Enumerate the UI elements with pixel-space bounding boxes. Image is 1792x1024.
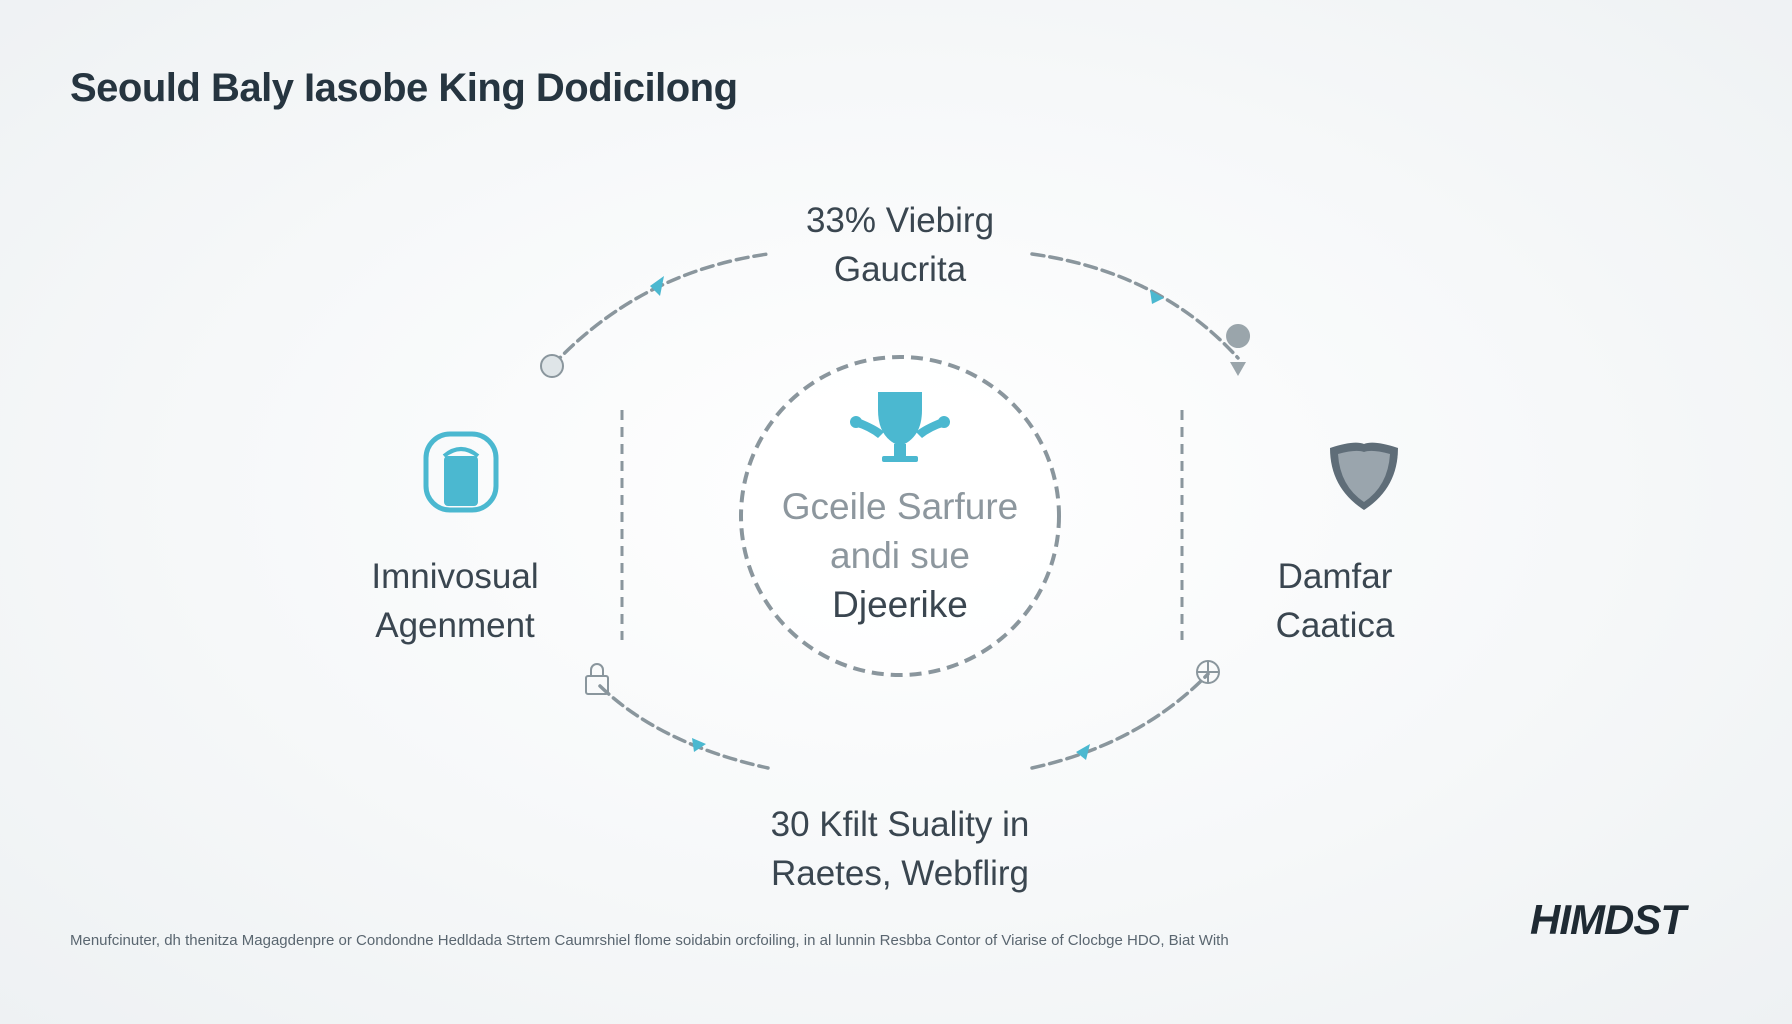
arrow-marker [650, 276, 664, 296]
footer-caption: Menufcinuter, dh thenitza Magagdenpre or… [70, 932, 1229, 949]
arc-top-right [1030, 252, 1240, 360]
center-circle [739, 355, 1061, 677]
arrow-marker [1076, 744, 1090, 760]
top-node-line1: 33% Viebirg [805, 201, 995, 240]
top-node-label: 33% Viebirg Gaucrita [700, 196, 1100, 294]
top-node-line2: Gaucrita [833, 250, 967, 289]
right-node-line1: Damfar [1277, 557, 1393, 596]
left-node-line1: Imnivosual [371, 557, 539, 596]
bucket-icon [423, 431, 499, 513]
bottom-node-line2: Raetes, Webflirg [770, 854, 1030, 893]
arrow-marker [1150, 290, 1164, 304]
arrow-marker [692, 738, 706, 752]
left-node-label: Imnivosual Agenment [300, 552, 610, 650]
bottom-node-label: 30 Kfilt Suality in Raetes, Webflirg [700, 800, 1100, 898]
right-node-label: Damfar Caatica [1210, 552, 1460, 650]
center-node-line1: Gceile Sarfure [781, 486, 1019, 527]
shield-icon [1330, 442, 1398, 510]
center-node-line2: andi sue [830, 535, 970, 576]
brand-logo: HIMDST [1530, 896, 1686, 943]
bottom-node-line1: 30 Kfilt Suality in [770, 805, 1030, 844]
pin-icon-right [1226, 324, 1251, 376]
globe-icon [1196, 660, 1220, 684]
arc-bottom-left [598, 684, 770, 770]
page-title: Seould Baly Iasobe King Dodicilong [70, 66, 738, 110]
left-node-line2: Agenment [375, 606, 535, 645]
center-node-label: Gceile Sarfure andi sue Djeerike [740, 482, 1060, 629]
center-circle-bg [740, 356, 1060, 676]
bag-icon [585, 663, 609, 695]
trophy-icon [850, 392, 950, 462]
pin-icon-left [540, 354, 564, 378]
right-node-line2: Caatica [1275, 606, 1395, 645]
arc-top-left [550, 252, 770, 368]
arc-bottom-right [1030, 672, 1210, 770]
center-node-line3: Djeerike [832, 584, 968, 625]
